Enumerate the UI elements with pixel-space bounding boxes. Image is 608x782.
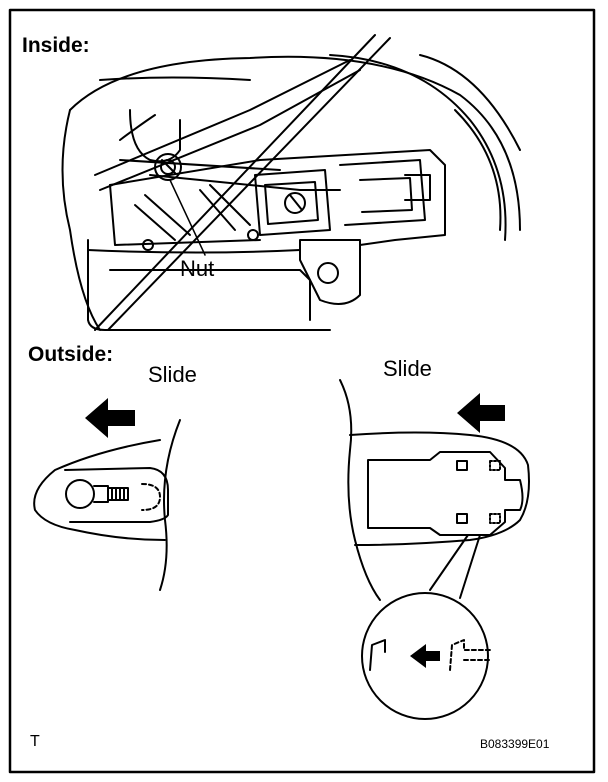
outside-left-drawing <box>33 398 181 591</box>
outside-view-label: Outside: <box>28 343 114 366</box>
slide-right-label: Slide <box>383 356 432 381</box>
figure-border <box>8 8 596 774</box>
inside-view-drawing <box>61 34 521 331</box>
slide-left-arrow-icon <box>85 398 135 438</box>
figure-code: B083399E01 <box>480 737 550 751</box>
slide-left-label: Slide <box>148 362 197 387</box>
inside-view-label: Inside: <box>22 34 90 57</box>
detail-arrow-icon <box>410 644 440 668</box>
outside-right-drawing <box>339 379 530 720</box>
nut-callout-label: Nut <box>180 256 215 281</box>
corner-mark: T <box>30 733 40 750</box>
slide-right-arrow-icon <box>457 393 505 433</box>
